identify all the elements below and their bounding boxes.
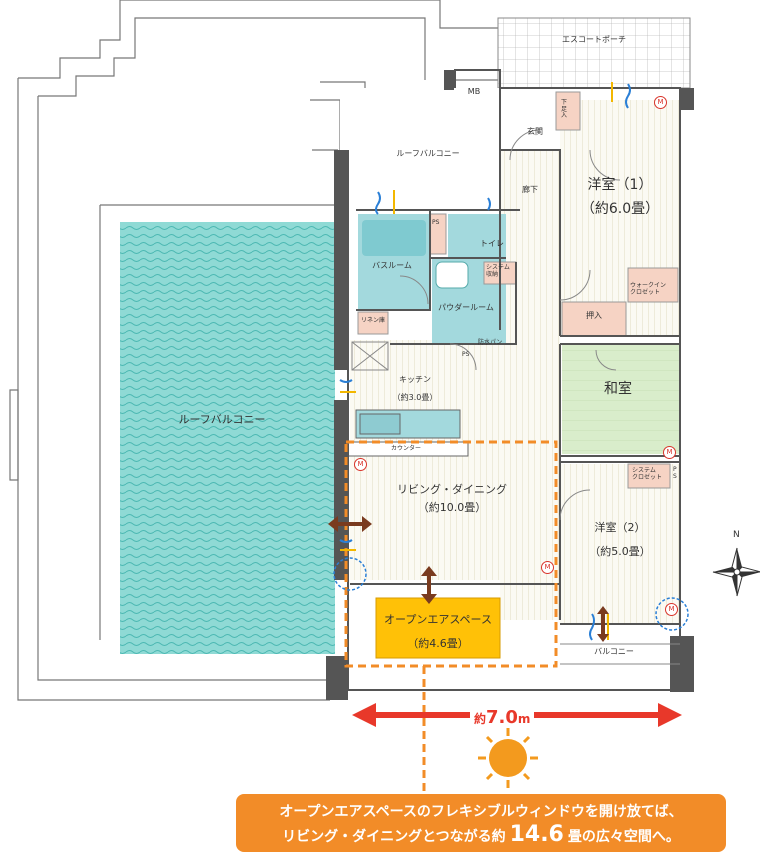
window-marker-circle — [333, 557, 367, 591]
open-air-space-size: （約4.6畳） — [407, 637, 469, 650]
meter-mark: M — [354, 458, 367, 471]
escort-porch-label: エスコートポーチ — [562, 35, 626, 44]
meter-mark: M — [665, 603, 678, 616]
entrance-label: 玄関 — [527, 127, 543, 136]
western-room-2-size: （約5.0畳） — [589, 545, 651, 558]
meter-mark: M — [541, 561, 554, 574]
callout-area-number: 14.6 — [509, 822, 564, 847]
waterproof-pan-label: 防水パン — [478, 339, 503, 346]
roof-balcony-left-label: ルーフバルコニー — [178, 413, 266, 426]
system-storage-label: システム 収納 — [486, 264, 510, 279]
roof-balcony-top-label: ルーフバルコニー — [396, 149, 460, 158]
balcony-label: バルコニー — [594, 647, 634, 656]
callout-line-1: オープンエアスペースのフレキシブルウィンドウを開け放てば、 — [279, 804, 683, 820]
toilet-label: トイレ — [480, 239, 504, 248]
ventilation-arrows — [339, 82, 631, 641]
dimension-value: 7.0 — [486, 707, 518, 728]
callout-line-2-pre: リビング・ダイニングとつながる約 — [282, 829, 506, 845]
tatami-floor — [562, 344, 680, 454]
linen-label: リネン庫 — [361, 317, 386, 324]
meter-mark: M — [663, 446, 676, 459]
counter-label: カウンター — [390, 445, 422, 452]
hallway-label: 廊下 — [522, 185, 538, 194]
living-dining-name: リビング・ダイニング — [397, 483, 507, 496]
toilet-floor — [448, 214, 506, 258]
sun-icon — [478, 728, 538, 788]
open-air-space-name: オープンエアスペース — [383, 613, 493, 626]
feature-callout: オープンエアスペースのフレキシブルウィンドウを開け放てば、 リビング・ダイニング… — [236, 794, 726, 852]
ps-label-3: P S — [673, 466, 677, 481]
walkin-closet-label: ウォークイン クロゼット — [630, 282, 667, 297]
apartment-walls — [326, 69, 694, 700]
dimension-prefix: 約 — [474, 712, 487, 726]
ldk-highlight — [344, 440, 558, 668]
width-dimension: 約7.0m — [470, 707, 535, 728]
window-marker-circle — [655, 597, 689, 631]
compass-north-label: N — [733, 530, 740, 540]
open-air-space-floor — [375, 597, 501, 659]
escort-porch-floor — [497, 17, 691, 89]
powder-room-label: パウダールーム — [438, 303, 494, 312]
living-dining-size: （約10.0畳） — [417, 501, 487, 514]
kitchen-size: （約3.0畳） — [392, 393, 438, 402]
japanese-room-label: 和室 — [604, 381, 632, 397]
system-closet-label: システム クロゼット — [632, 467, 663, 482]
mb-label: MB — [467, 87, 481, 96]
ps-label: PS — [432, 219, 440, 226]
ps-label-2: PS — [462, 351, 470, 358]
roof-balcony-pool — [120, 222, 335, 654]
callout-line-2-post: 畳の広々空間へ。 — [567, 829, 680, 845]
window-open-arrows — [328, 516, 609, 642]
bathroom-label: バスルーム — [372, 261, 412, 270]
kitchen-name: キッチン — [399, 375, 431, 384]
meter-mark: M — [654, 96, 667, 109]
western-room-1-size: （約6.0畳） — [580, 201, 660, 217]
shoe-cabinet-label: 下 足 入 — [561, 99, 568, 120]
western-room-2-name: 洋室（2） — [594, 521, 646, 534]
western-room-1-name: 洋室（1） — [587, 177, 653, 193]
dimension-unit: m — [517, 712, 531, 726]
compass-rose-icon — [712, 547, 760, 597]
oshiire-label: 押入 — [586, 311, 602, 320]
